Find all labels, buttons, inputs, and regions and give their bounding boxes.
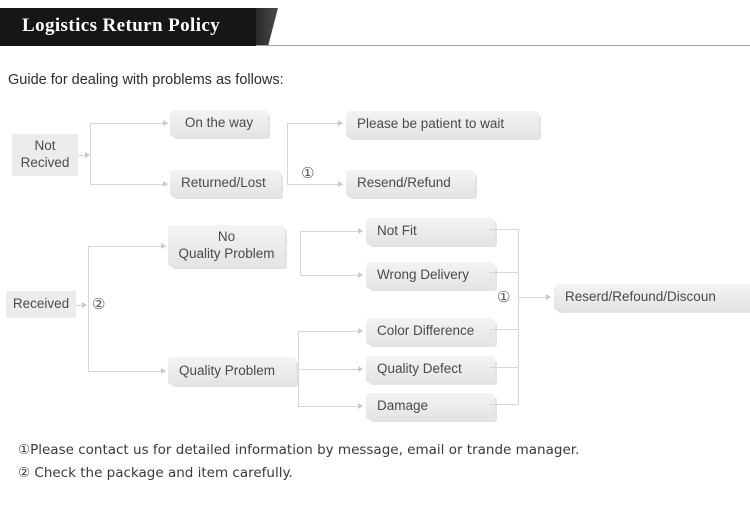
connector-nqp-to-wrong-delivery <box>300 275 362 276</box>
node-not-received: Not Recived <box>12 134 78 176</box>
connector-top-merge <box>287 123 288 184</box>
node-not-fit: Not Fit <box>366 218 495 245</box>
collector-stub-not-fit <box>490 229 518 230</box>
arrow-to-final-outcome <box>546 293 551 300</box>
collector-stub-color-difference <box>490 329 518 330</box>
connector-received-split <box>88 246 89 371</box>
arrow-to-please-wait <box>338 119 343 126</box>
node-color-difference: Color Difference <box>366 318 495 345</box>
connector-qp-to-color-difference <box>298 331 362 332</box>
intro-text: Guide for dealing with problems as follo… <box>8 72 284 88</box>
marker-two-received: ② <box>92 295 106 313</box>
footer-notes: ①Please contact us for detailed informat… <box>18 442 734 488</box>
node-no-quality-problem: No Quality Problem <box>168 225 285 267</box>
footer-note-2: ② Check the package and item carefully. <box>18 465 293 481</box>
connector-to-no-quality-problem <box>88 246 166 247</box>
connector-qp-to-damage <box>298 406 362 407</box>
node-quality-problem: Quality Problem <box>168 357 296 385</box>
connector-to-please-wait <box>287 123 343 124</box>
collector-stub-quality-defect <box>490 367 518 368</box>
arrow-to-resend-refund <box>338 180 343 187</box>
node-please-wait: Please be patient to wait <box>346 111 539 138</box>
connector-nqp-split <box>300 231 301 275</box>
marker-one-top: ① <box>301 164 315 182</box>
connector-qp-to-quality-defect <box>298 369 362 370</box>
connector-to-quality-problem <box>88 371 166 372</box>
header-divider-line <box>256 45 750 46</box>
arrow-to-on-the-way <box>163 119 168 126</box>
arrow-to-quality-problem <box>161 367 166 374</box>
arrow-to-quality-defect <box>358 365 363 372</box>
connector-received-stem <box>76 305 86 306</box>
node-returned-lost: Returned/Lost <box>170 170 281 197</box>
connector-to-on-the-way <box>90 123 168 124</box>
collector-stub-wrong-delivery <box>490 272 518 273</box>
arrow-to-wrong-delivery <box>358 271 363 278</box>
arrow-to-no-quality-problem <box>161 242 166 249</box>
node-quality-defect: Quality Defect <box>366 356 495 383</box>
page-title: Logistics Return Policy <box>22 15 221 36</box>
collector-spine <box>518 229 519 405</box>
connector-nqp-to-not-fit <box>300 231 362 232</box>
arrow-to-color-difference <box>358 327 363 334</box>
connector-qp-split <box>298 331 299 406</box>
connector-to-resend-refund <box>287 184 343 185</box>
collector-stub-damage <box>490 404 518 405</box>
node-damage: Damage <box>366 393 495 420</box>
arrow-to-returned-lost <box>163 180 168 187</box>
arrow-to-not-fit <box>358 227 363 234</box>
connector-to-final-outcome <box>518 297 550 298</box>
marker-one-bottom: ① <box>497 288 511 306</box>
node-received: Received <box>6 291 76 318</box>
connector-not-received-split <box>90 123 91 185</box>
connector-to-returned-lost <box>90 184 168 185</box>
footer-note-1: ①Please contact us for detailed informat… <box>18 442 580 458</box>
node-final-outcome: Reserd/Refound/Discoun <box>554 284 750 311</box>
page-header: Logistics Return Policy <box>0 0 750 52</box>
node-resend-refund: Resend/Refund <box>346 170 475 197</box>
arrow-to-damage <box>358 402 363 409</box>
arrow-not-received-stem <box>85 151 90 158</box>
header-black-bar <box>0 8 256 46</box>
node-on-the-way: On the way <box>170 110 268 137</box>
connector-not-received-stem <box>78 155 88 156</box>
arrow-received-stem <box>82 301 87 308</box>
node-wrong-delivery: Wrong Delivery <box>366 262 495 289</box>
